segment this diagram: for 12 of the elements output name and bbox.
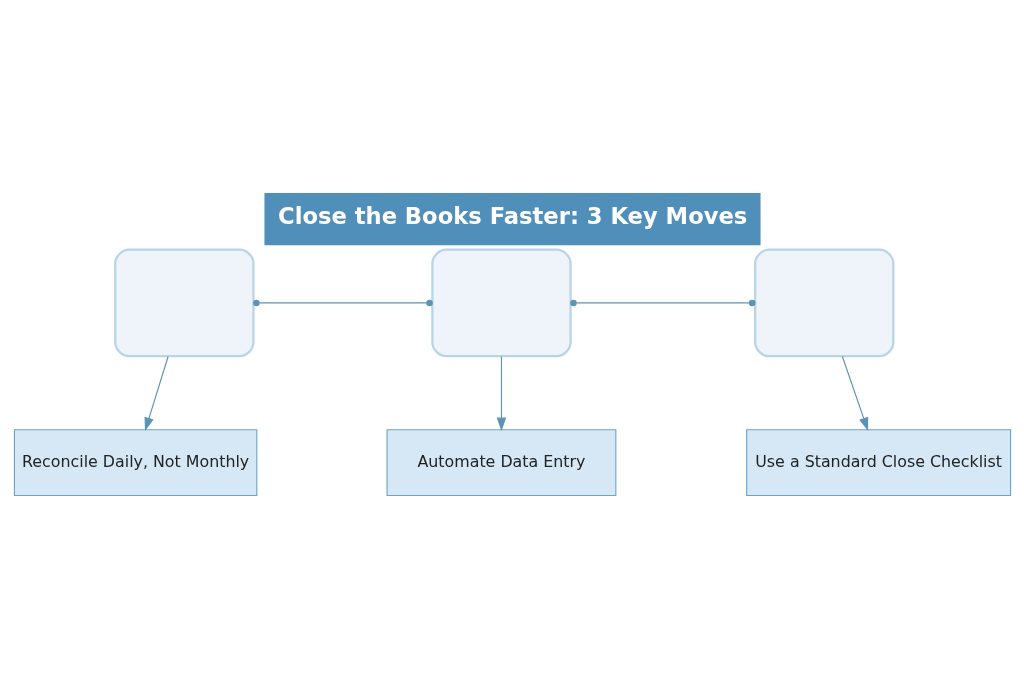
node-box	[430, 248, 572, 357]
connector	[252, 299, 433, 306]
node-box	[753, 248, 894, 357]
arrow	[144, 355, 169, 431]
node-box: Reconcile Daily, Not Monthly	[13, 428, 257, 496]
node-box: Use a Standard Close Checklist	[745, 428, 1011, 496]
node-box: Automate Data Entry	[386, 428, 616, 496]
diagram-title: Close the Books Faster: 3 Key Moves	[277, 202, 747, 229]
arrow	[841, 355, 868, 431]
arrow	[496, 355, 506, 431]
connector	[569, 299, 755, 306]
node-box	[113, 248, 255, 357]
